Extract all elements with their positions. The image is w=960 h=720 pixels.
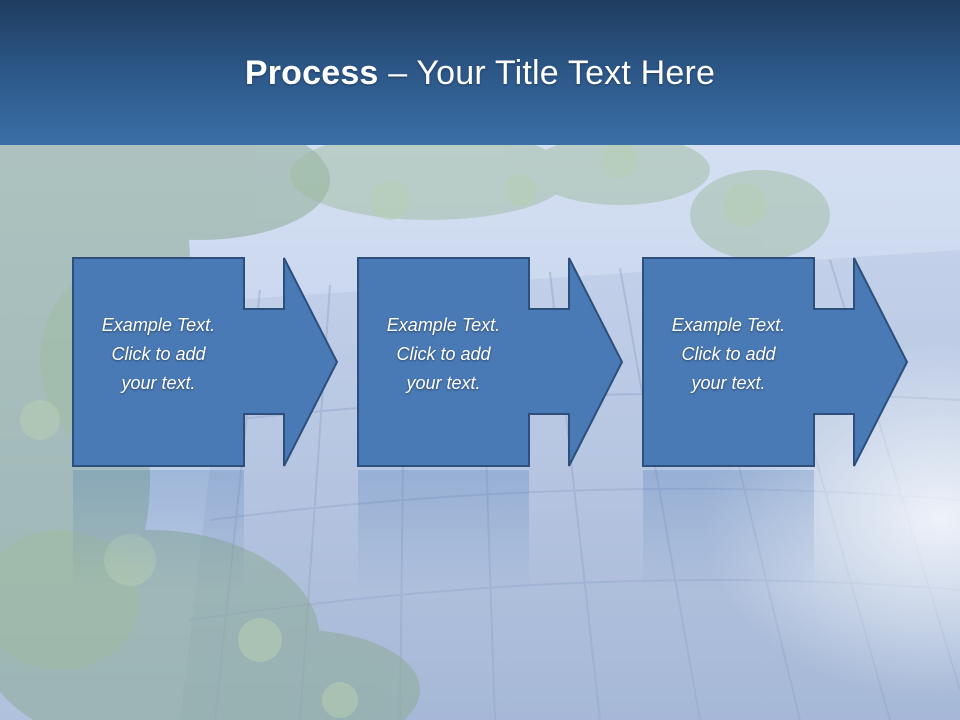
step-1-text[interactable]: Example Text. Click to add your text.	[72, 311, 245, 398]
arrow-right-icon	[72, 257, 339, 467]
title-dash: –	[378, 54, 417, 92]
arrow-right-icon	[642, 257, 909, 467]
step-1-line-1: Example Text.	[101, 315, 216, 335]
step-2-reflection	[358, 470, 529, 590]
arrow-right-icon	[357, 257, 624, 467]
title-rest: Your Title Text Here	[416, 54, 716, 92]
step-3-line-2: Click to add	[681, 344, 776, 364]
step-3-reflection	[643, 470, 814, 590]
step-3-line-1: Example Text.	[671, 315, 786, 335]
process-step-1[interactable]: Example Text. Click to add your text.	[72, 257, 344, 467]
title-banner: Process – Your Title Text Here	[0, 0, 960, 145]
slide-title[interactable]: Process – Your Title Text Here	[245, 54, 715, 93]
step-3-text[interactable]: Example Text. Click to add your text.	[642, 311, 815, 398]
step-1-line-3: your text.	[121, 373, 196, 393]
title-strong: Process	[244, 54, 379, 92]
step-2-line-3: your text.	[406, 373, 481, 393]
process-step-2[interactable]: Example Text. Click to add your text.	[357, 257, 629, 467]
step-1-line-2: Click to add	[111, 344, 206, 364]
step-3-line-3: your text.	[691, 373, 766, 393]
step-2-line-2: Click to add	[396, 344, 491, 364]
step-2-text[interactable]: Example Text. Click to add your text.	[357, 311, 530, 398]
process-step-3[interactable]: Example Text. Click to add your text.	[642, 257, 914, 467]
step-2-line-1: Example Text.	[386, 315, 501, 335]
step-1-reflection	[73, 470, 244, 590]
